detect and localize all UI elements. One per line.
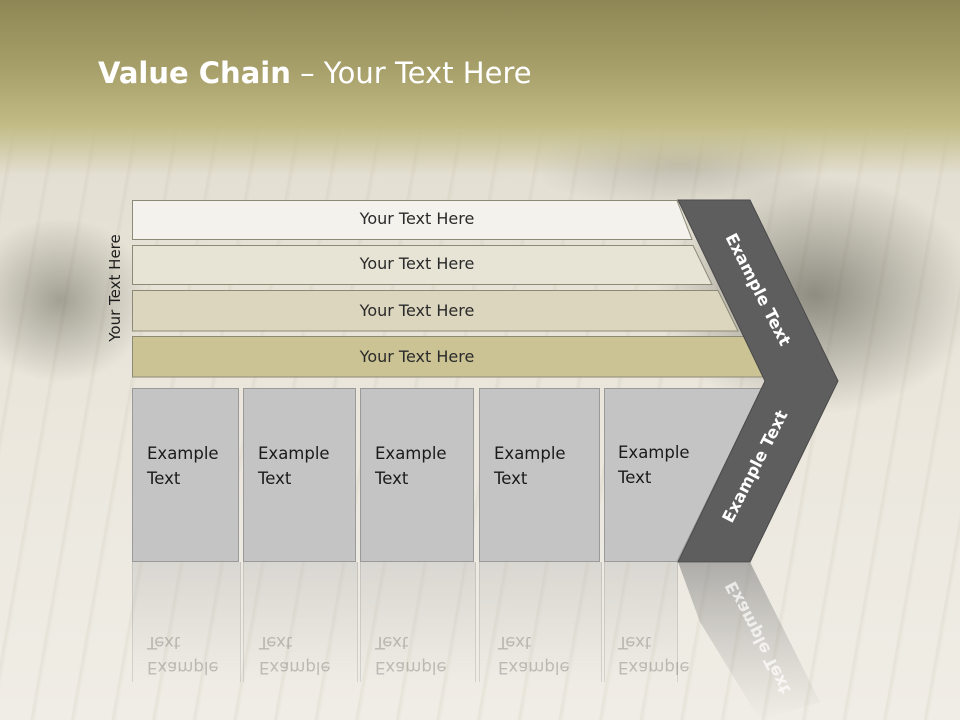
activity-box-5-fill: [604, 388, 763, 562]
band-3: Your Text Here: [132, 290, 740, 332]
activity-box-5-line2: Text: [618, 468, 652, 487]
band-4: Your Text Here: [132, 336, 764, 378]
activity-box-3-line2: Text: [375, 469, 409, 488]
activity-box-3-line1: Example: [375, 444, 447, 463]
activity-box-2-line2: Text: [258, 469, 292, 488]
slide-title: Value Chain – Your Text Here: [98, 56, 532, 90]
band-1-label: Your Text Here: [359, 209, 475, 228]
title-bold: Value Chain: [98, 56, 291, 90]
band-2-label: Your Text Here: [359, 254, 475, 273]
band-2-fill: [132, 245, 713, 285]
activity-box-4-line2: Text: [494, 469, 528, 488]
band-3-fill: [132, 290, 739, 332]
band-3-label: Your Text Here: [359, 301, 475, 320]
band-1-fill: [132, 200, 693, 240]
activity-box-5-line1: Example: [618, 443, 690, 462]
activity-box-1-line2: Text: [147, 469, 181, 488]
band-1-shape: [132, 200, 693, 240]
band-4-label: Your Text Here: [359, 347, 475, 366]
title-rest: – Your Text Here: [290, 56, 532, 90]
band-3-shape: [132, 290, 739, 332]
activity-box-4-line1: Example: [494, 444, 566, 463]
band-1: Your Text Here: [132, 200, 693, 240]
band-2: Your Text Here: [132, 245, 713, 285]
band-2-shape: [132, 245, 713, 285]
activity-box-5-shape: [604, 388, 763, 562]
activity-box-2-line1: Example: [258, 444, 330, 463]
activity-box-1-line1: Example: [147, 444, 219, 463]
margin-chevron-shape: [677, 199, 839, 563]
